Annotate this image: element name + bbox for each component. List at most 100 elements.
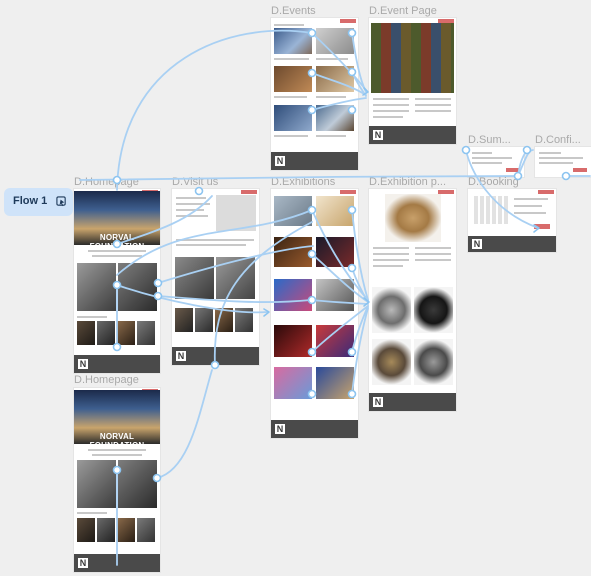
frame-label-event-page[interactable]: D.Event Page xyxy=(369,5,437,17)
play-flow-icon[interactable] xyxy=(56,196,67,207)
frame-label-summary[interactable]: D.Sum... xyxy=(468,134,511,146)
feature-image xyxy=(118,460,157,508)
text-line xyxy=(472,152,492,154)
text-line xyxy=(92,454,142,456)
frame-label-homepage[interactable]: D.Homepage xyxy=(74,176,139,188)
event-image xyxy=(274,66,312,92)
text-line xyxy=(472,162,502,164)
text-line xyxy=(373,253,409,255)
text-line xyxy=(415,247,451,249)
exhibition-image xyxy=(316,237,354,267)
artwork-image xyxy=(372,287,411,333)
brand-logo: N xyxy=(176,351,186,361)
feature-image xyxy=(118,263,157,311)
text-line xyxy=(88,250,146,252)
exhibition-image xyxy=(274,279,312,311)
text-line xyxy=(316,96,346,98)
text-line xyxy=(92,255,142,257)
frame-visit-us[interactable]: N xyxy=(172,189,259,365)
frame-label-events[interactable]: D.Events xyxy=(271,5,316,17)
site-footer: N xyxy=(172,347,259,365)
nav-accent xyxy=(241,190,257,194)
exhibition-image xyxy=(274,325,312,357)
text-line xyxy=(373,265,403,267)
site-footer: N xyxy=(271,420,358,438)
text-line xyxy=(274,135,308,137)
frame-label-booking[interactable]: D.Booking xyxy=(468,176,519,188)
thumb-image xyxy=(137,321,155,345)
feature-image xyxy=(77,460,116,508)
text-line xyxy=(415,259,451,261)
text-line xyxy=(274,24,304,26)
text-line xyxy=(176,244,246,246)
connector-homepage2-visit xyxy=(156,369,213,479)
event-image xyxy=(274,28,312,54)
event-hero-image xyxy=(371,23,454,93)
brand-logo: N xyxy=(78,359,88,369)
frame-homepage-2[interactable]: NORVAL FOUNDATION N xyxy=(74,388,160,572)
exhibition-image xyxy=(274,196,312,226)
text-line xyxy=(274,58,309,60)
exhibition-image xyxy=(316,367,354,399)
site-footer: N xyxy=(468,236,556,252)
site-footer: N xyxy=(74,554,160,572)
event-image xyxy=(316,105,354,131)
text-line xyxy=(176,209,204,211)
text-line xyxy=(539,162,573,164)
frame-label-exhibitions[interactable]: D.Exhibitions xyxy=(271,176,336,188)
site-footer: N xyxy=(369,126,456,144)
thumb-image xyxy=(77,321,95,345)
text-line xyxy=(514,205,542,207)
frame-confirm[interactable] xyxy=(535,147,591,177)
booking-calendar xyxy=(474,196,508,224)
text-line xyxy=(539,157,583,159)
nav-accent xyxy=(340,19,356,23)
frame-summary[interactable] xyxy=(468,147,524,177)
text-line xyxy=(373,247,409,249)
artwork-image xyxy=(414,287,453,333)
frame-booking[interactable]: N xyxy=(468,189,556,252)
text-line xyxy=(373,98,409,100)
frame-homepage[interactable]: NORVAL FOUNDATION N xyxy=(74,189,160,373)
nav-accent xyxy=(438,19,454,23)
thumb-image xyxy=(235,308,253,332)
thumb-image xyxy=(97,518,115,542)
text-line xyxy=(415,253,451,255)
event-image xyxy=(274,105,312,131)
artwork-image xyxy=(372,339,411,385)
exhibition-image xyxy=(316,279,354,311)
flow-start-chip[interactable]: Flow 1 xyxy=(4,188,73,216)
frame-label-exhibition-page[interactable]: D.Exhibition p... xyxy=(369,176,447,188)
text-line xyxy=(373,116,403,118)
summary-button xyxy=(506,168,520,172)
text-line xyxy=(373,110,409,112)
frame-label-confirm[interactable]: D.Confi... xyxy=(535,134,581,146)
exhibition-hero-image xyxy=(385,194,441,242)
frame-label-homepage-2[interactable]: D.Homepage xyxy=(74,374,139,386)
text-line xyxy=(176,239,254,241)
thumb-image xyxy=(195,308,213,332)
frame-exhibitions[interactable]: N xyxy=(271,189,358,438)
text-line xyxy=(415,98,451,100)
text-line xyxy=(415,110,451,112)
text-line xyxy=(176,197,206,199)
frame-events[interactable]: N xyxy=(271,18,358,170)
brand-logo: N xyxy=(275,156,285,166)
nav-accent xyxy=(538,190,554,194)
thumb-image xyxy=(117,321,135,345)
hero-title: NORVAL FOUNDATION xyxy=(89,432,145,450)
thumb-image xyxy=(77,518,95,542)
text-line xyxy=(176,203,210,205)
text-line xyxy=(539,152,561,154)
brand-logo: N xyxy=(78,558,88,568)
frame-label-visit-us[interactable]: D.Visit us xyxy=(172,176,219,188)
hero-title: NORVAL FOUNDATION xyxy=(89,233,145,251)
brand-logo: N xyxy=(472,239,482,249)
frame-event-page[interactable]: N xyxy=(369,18,456,144)
text-line xyxy=(176,215,208,217)
text-line xyxy=(274,96,307,98)
text-line xyxy=(514,198,548,200)
frame-exhibition-page[interactable]: N xyxy=(369,189,456,411)
artwork-image xyxy=(414,339,453,385)
